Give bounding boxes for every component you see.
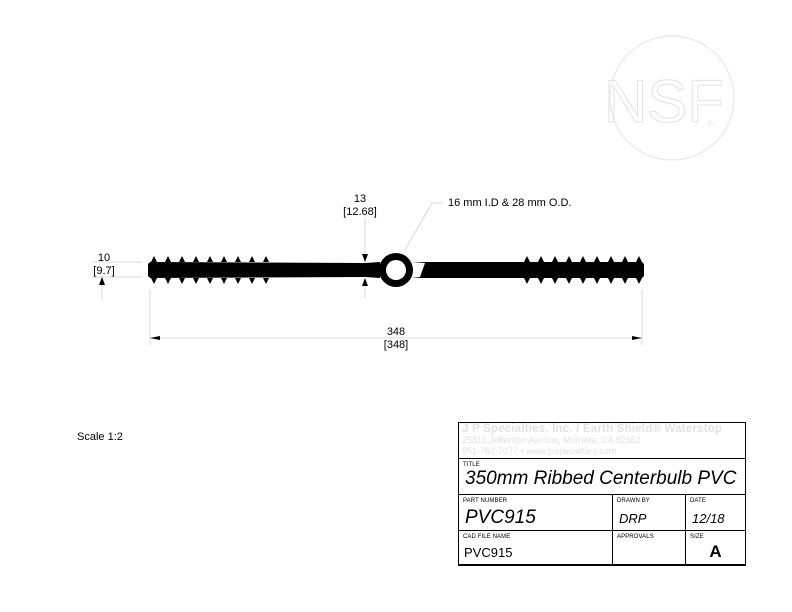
drawn-by-cell: DRAWN BY DRP xyxy=(612,495,685,530)
date-cell: DATE 12/18 xyxy=(685,495,745,530)
height-dimension-alt: [9.7] xyxy=(93,265,114,277)
bulb-callout: 16 mm I.D & 28 mm O.D. xyxy=(448,197,571,209)
date: 12/18 xyxy=(692,511,725,526)
approvals-label: APPROVALS xyxy=(617,534,654,540)
cad-file-name: PVC915 xyxy=(464,545,513,560)
part-number-label: PART NUMBER xyxy=(463,498,508,504)
approvals-cell: APPROVALS xyxy=(612,531,685,564)
company-address: 25811 Jefferson Avenue, Murrieta, CA 925… xyxy=(462,435,641,445)
size-label: SIZE xyxy=(690,534,704,540)
part-row: PART NUMBER PVC915 DRAWN BY DRP DATE 12/… xyxy=(459,495,745,531)
part-number-cell: PART NUMBER PVC915 xyxy=(459,495,612,530)
drawn-by: DRP xyxy=(619,511,647,526)
registered-mark: ® xyxy=(707,119,713,128)
cad-file-label: CAD FILE NAME xyxy=(463,534,511,540)
center-thickness-dimension-alt: [12.68] xyxy=(343,206,377,218)
dimension-arrows xyxy=(99,254,642,340)
company-contact: 951-763-7077 • www.jpspecialties.com xyxy=(462,446,617,456)
waterstop-profile xyxy=(148,253,644,287)
drawn-by-label: DRAWN BY xyxy=(617,498,650,504)
left-ribs xyxy=(151,256,269,284)
company-info: J P Specialties, Inc. / Earth Shield® Wa… xyxy=(459,423,745,459)
company-name: J P Specialties, Inc. / Earth Shield® Wa… xyxy=(462,423,723,435)
drawing-title: 350mm Ribbed Centerbulb PVC xyxy=(465,468,737,489)
nsf-logo: NSF ® xyxy=(604,35,735,161)
cad-row: CAD FILE NAME PVC915 APPROVALS SIZE A xyxy=(459,531,745,565)
overall-width-dimension: 348 xyxy=(387,326,405,338)
part-number: PVC915 xyxy=(465,507,536,528)
date-label: DATE xyxy=(690,498,706,504)
cad-file-cell: CAD FILE NAME PVC915 xyxy=(459,531,612,564)
overall-width-dimension-alt: [348] xyxy=(384,339,408,351)
height-dimension: 10 xyxy=(98,252,110,264)
right-ribs xyxy=(524,256,642,284)
extension-lines xyxy=(92,202,643,345)
nsf-logo-text: NSF xyxy=(604,68,724,135)
size-cell: SIZE A xyxy=(685,531,745,564)
scale-label: Scale 1:2 xyxy=(77,431,123,443)
center-thickness-dimension: 13 xyxy=(354,193,366,205)
title-row: TITLE 350mm Ribbed Centerbulb PVC xyxy=(459,459,745,495)
title-block: J P Specialties, Inc. / Earth Shield® Wa… xyxy=(458,422,746,566)
title-label: TITLE xyxy=(463,462,480,468)
sheet-size: A xyxy=(709,542,722,561)
